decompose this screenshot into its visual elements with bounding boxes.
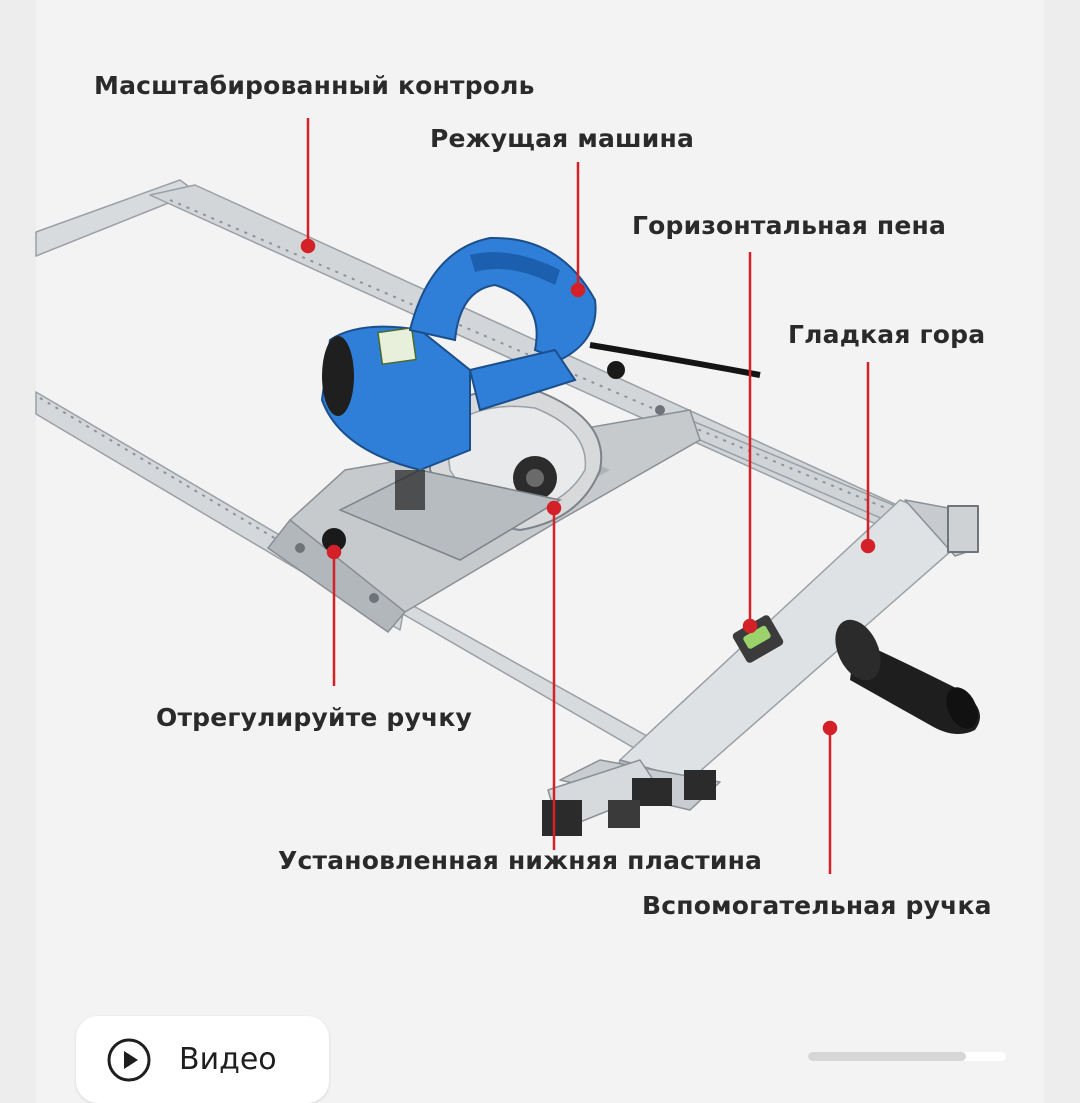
circular-saw [320, 236, 761, 561]
gallery-progress-fill [808, 1052, 967, 1061]
label-base-plate: Установленная нижняя пластина [278, 846, 763, 875]
label-aux-handle: Вспомогательная ручка [642, 891, 992, 920]
adjust-knob [322, 528, 346, 552]
label-scaled-control: Масштабированный контроль [94, 71, 535, 100]
label-smooth-mount: Гладкая гора [788, 320, 986, 349]
play-circle-icon [107, 1038, 151, 1081]
callout-leaders [300, 118, 876, 874]
label-adjust-handle: Отрегулируйте ручку [156, 703, 473, 732]
product-photo [35, 118, 980, 874]
label-cutting-machine: Режущая машина [430, 124, 695, 153]
video-button[interactable]: Видео [76, 1016, 329, 1103]
label-horizontal-foam: Горизонтальная пена [632, 211, 947, 240]
auxiliary-handle [835, 619, 980, 734]
gallery-progress-indicator [808, 1052, 1006, 1061]
video-button-label: Видео [179, 1042, 277, 1077]
